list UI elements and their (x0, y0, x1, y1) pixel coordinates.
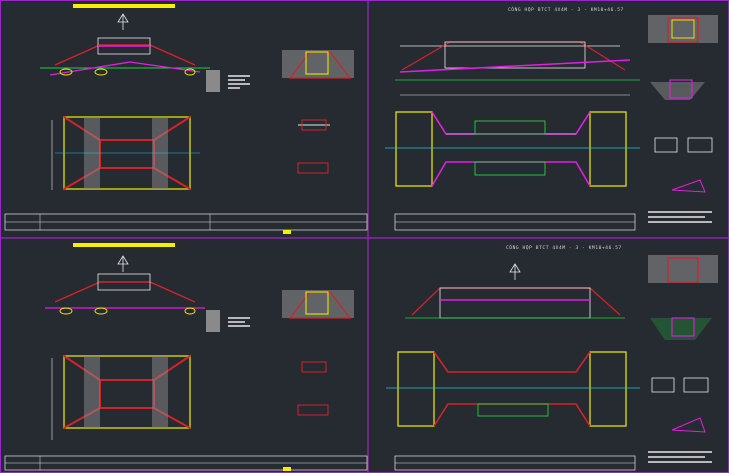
cross-section-right (282, 50, 354, 174)
sheet-title: CỐNG HỘP BTCT 4X4M - 3 - KM10+46.57 (508, 5, 624, 13)
longitudinal-section (405, 287, 625, 319)
detail-sections (648, 15, 718, 193)
sheet-title: CỐNG HỘP BTCT 4X4M - 3 - KM10+46.57 (506, 243, 622, 251)
culvert-plan (51, 116, 200, 190)
sheet-top-left[interactable] (4, 4, 368, 234)
culvert-elevation (45, 273, 250, 332)
title-block (4, 455, 368, 471)
title-bar (73, 4, 175, 8)
sheet-bottom-right[interactable]: CỐNG HỘP BTCT 4X4M - 3 - KM10+46.57 (386, 243, 718, 471)
plan-view (385, 111, 640, 187)
north-arrow-icon (509, 263, 521, 280)
sheet-top-right[interactable]: CỐNG HỘP BTCT 4X4M - 3 - KM10+46.57 (385, 5, 718, 231)
title-block (4, 213, 368, 234)
title-block (394, 451, 712, 471)
longitudinal-section (395, 41, 640, 96)
north-arrow-icon (117, 13, 129, 30)
north-arrow-icon (117, 255, 129, 272)
culvert-elevation (40, 37, 250, 92)
plan-view (386, 351, 640, 427)
culvert-plan (51, 355, 191, 440)
title-bar (73, 243, 175, 247)
sheet-bottom-left[interactable] (4, 243, 368, 471)
cross-section-right (282, 290, 354, 416)
detail-sections (648, 255, 718, 433)
title-block (394, 211, 712, 231)
